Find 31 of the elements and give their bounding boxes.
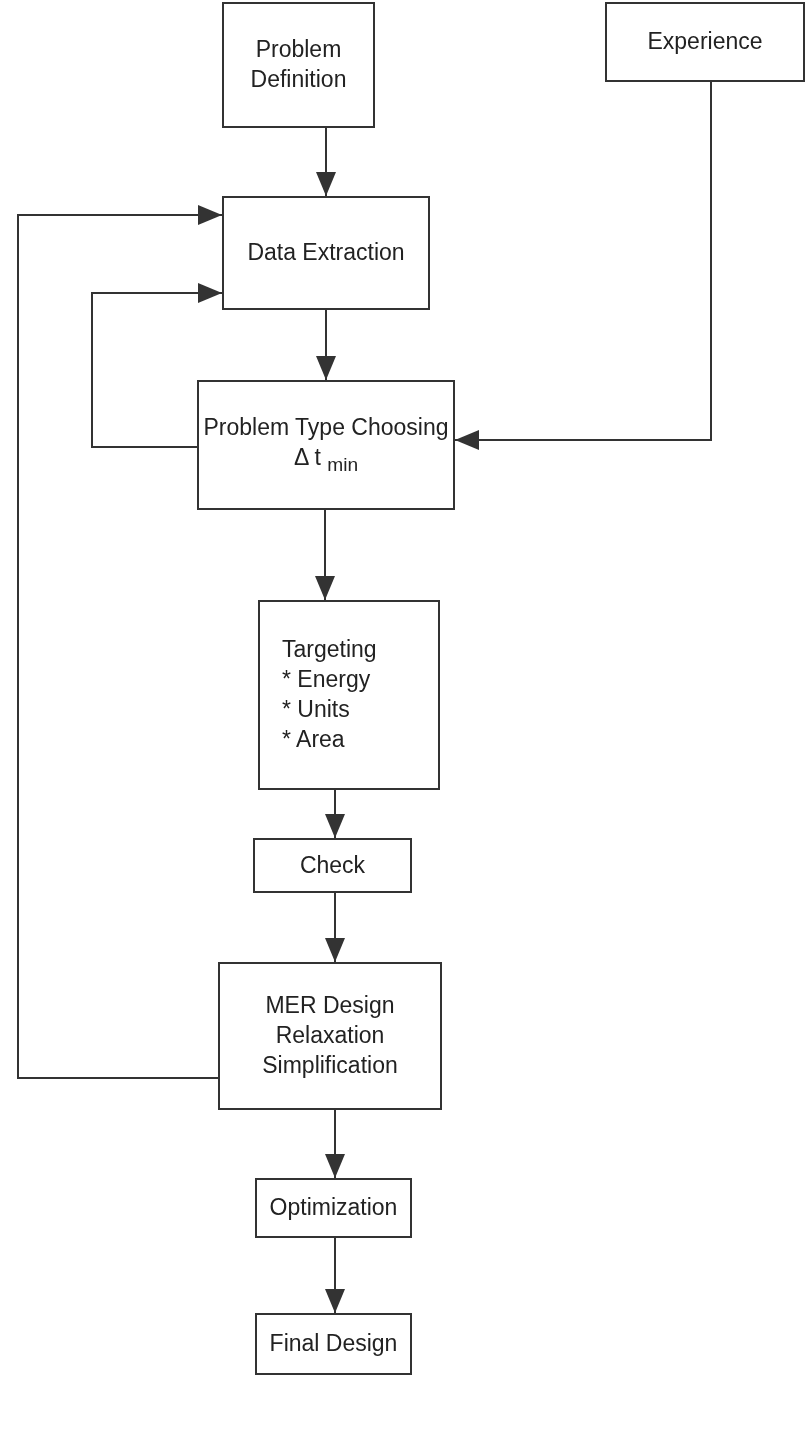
box-label: Optimization [269, 1193, 398, 1223]
arrow [325, 1109, 345, 1179]
process-box [222, 196, 430, 310]
process-box [255, 1313, 412, 1375]
arrow [325, 892, 345, 963]
arrow [316, 309, 336, 381]
box-label: Problem Type Choosing Δ t $_{min}$ [203, 412, 449, 477]
process-box [605, 2, 805, 82]
box-label: Data Extraction [247, 238, 405, 268]
process-box [218, 962, 442, 1110]
arrow [17, 205, 223, 1079]
process-box [258, 600, 440, 790]
arrow [325, 789, 345, 839]
arrow [91, 283, 223, 448]
list-item: * Energy [282, 665, 371, 695]
box-label: MER Design Relaxation Simplification [261, 991, 399, 1080]
process-box [197, 380, 455, 510]
process-box [255, 1178, 412, 1238]
box-label: Final Design [269, 1329, 398, 1359]
box-heading: Targeting [282, 635, 377, 665]
list-item: * Area [282, 724, 345, 754]
arrow [325, 1237, 345, 1314]
box-label: Experience [647, 27, 763, 57]
arrow [454, 81, 712, 450]
arrow [315, 509, 335, 601]
process-box [222, 2, 375, 128]
box-label: Problem Definition [249, 35, 348, 94]
process-box [253, 838, 412, 893]
list-item: * Units [282, 695, 350, 724]
arrow [316, 127, 336, 197]
box-label: Check [299, 850, 366, 880]
